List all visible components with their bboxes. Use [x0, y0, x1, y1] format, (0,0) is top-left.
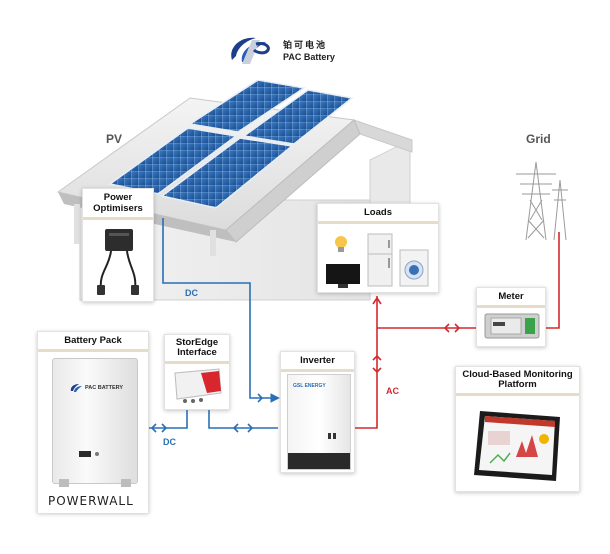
solar-panels [108, 80, 354, 209]
inverter-base [288, 453, 350, 469]
home-appliances-icon [326, 233, 429, 288]
pac-battery-logo-icon [231, 37, 270, 64]
inverter-unit: GSL ENERGY [287, 374, 351, 470]
storedge-interface-title: StorEdge Interface [165, 335, 229, 364]
inverter-card: Inverter GSL ENERGY [280, 351, 355, 473]
power-tower-icon [516, 161, 568, 241]
storedge-interface-card: StorEdge Interface [164, 334, 230, 410]
powerwall-label: POWERWALL [48, 494, 134, 508]
monitoring-tablet-icon [474, 411, 560, 481]
monitoring-platform-title: Cloud-Based Monitoring Platform [456, 367, 579, 396]
optimiser-device-icon [97, 229, 139, 295]
loads-card: Loads [317, 203, 439, 293]
dc-line-pv [162, 218, 280, 403]
dc-line-battery [149, 393, 278, 433]
grid-label: Grid [526, 132, 551, 146]
battery-foot-right [121, 479, 131, 487]
monitoring-platform-card: Cloud-Based Monitoring Platform [455, 366, 580, 492]
battery-logo-icon [70, 384, 82, 392]
power-optimisers-card: Power Optimisers [82, 188, 154, 302]
meter-card: Meter [476, 287, 546, 347]
meter-title: Meter [477, 288, 545, 308]
pv-label: PV [106, 132, 123, 146]
inverter-brand-text: GSL ENERGY [293, 383, 326, 389]
inverter-led-2 [333, 433, 336, 439]
dc-label-bottom: DC [163, 437, 176, 447]
loads-title: Loads [318, 204, 438, 224]
power-optimisers-title: Power Optimisers [83, 189, 153, 220]
inverter-led-1 [328, 433, 331, 439]
ac-lines [355, 232, 560, 429]
battery-pack-title: Battery Pack [38, 332, 148, 352]
energy-meter-icon [484, 313, 540, 339]
logo-cn-text: 铂可电池 [283, 40, 328, 50]
inverter-title: Inverter [281, 352, 354, 372]
storedge-device-icon [174, 368, 222, 403]
battery-foot-left [59, 479, 69, 487]
logo-en-text: PAC Battery [283, 52, 335, 62]
battery-brand-text: PAC BATTERY [85, 385, 124, 391]
battery-pack-card: Battery Pack PAC BATTERY POWERWALL [37, 331, 149, 513]
ac-label: AC [386, 386, 399, 396]
dc-label-top: DC [185, 288, 198, 298]
battery-unit: PAC BATTERY [52, 358, 138, 487]
battery-button [95, 452, 99, 456]
battery-display [79, 451, 91, 457]
